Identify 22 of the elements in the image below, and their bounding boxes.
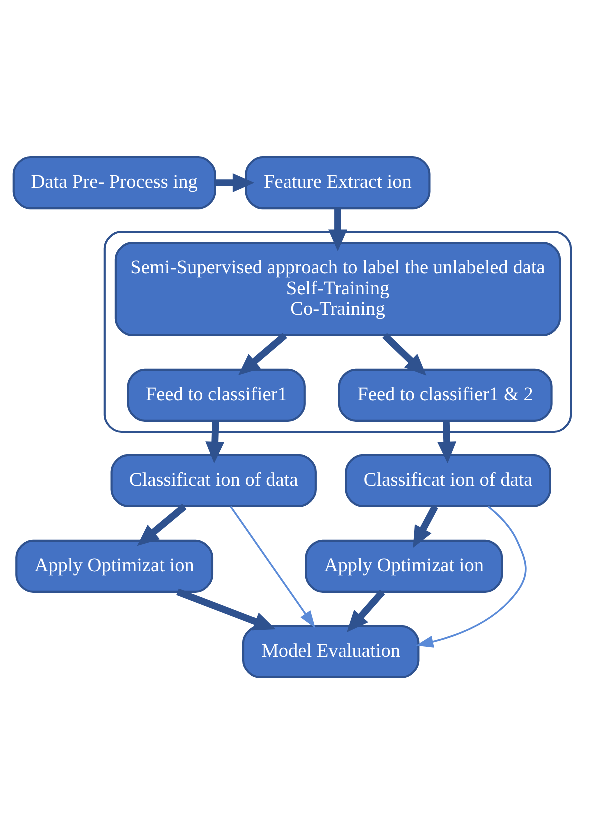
node-box: Semi-Supervised approach to label the unlabeled data Self-Training Co-Training bbox=[114, 242, 562, 336]
node-box: Feed to classifier1 bbox=[127, 368, 306, 422]
arrow bbox=[438, 420, 457, 464]
arrow bbox=[206, 420, 225, 464]
arrow bbox=[137, 504, 187, 546]
arrow bbox=[413, 504, 438, 548]
arrow bbox=[215, 173, 255, 192]
arrow bbox=[382, 332, 427, 376]
node-box: Apply Optimizat ion bbox=[305, 539, 504, 592]
node-box: Data Pre- Process ing bbox=[12, 156, 216, 210]
arrow bbox=[416, 505, 527, 648]
node-box: Feed to classifier1 & 2 bbox=[338, 368, 553, 422]
node-box: Apply Optimizat ion bbox=[16, 539, 214, 592]
arrow bbox=[347, 589, 386, 632]
arrow bbox=[328, 208, 348, 251]
arrow bbox=[238, 332, 288, 375]
node-box: Model Evaluation bbox=[242, 624, 420, 678]
node-box: Classificat ion of data bbox=[110, 454, 317, 507]
node-box: Classificat ion of data bbox=[345, 454, 552, 507]
node-box: Feature Extract ion bbox=[245, 156, 431, 210]
arrow bbox=[230, 506, 316, 628]
arrow bbox=[176, 588, 276, 630]
